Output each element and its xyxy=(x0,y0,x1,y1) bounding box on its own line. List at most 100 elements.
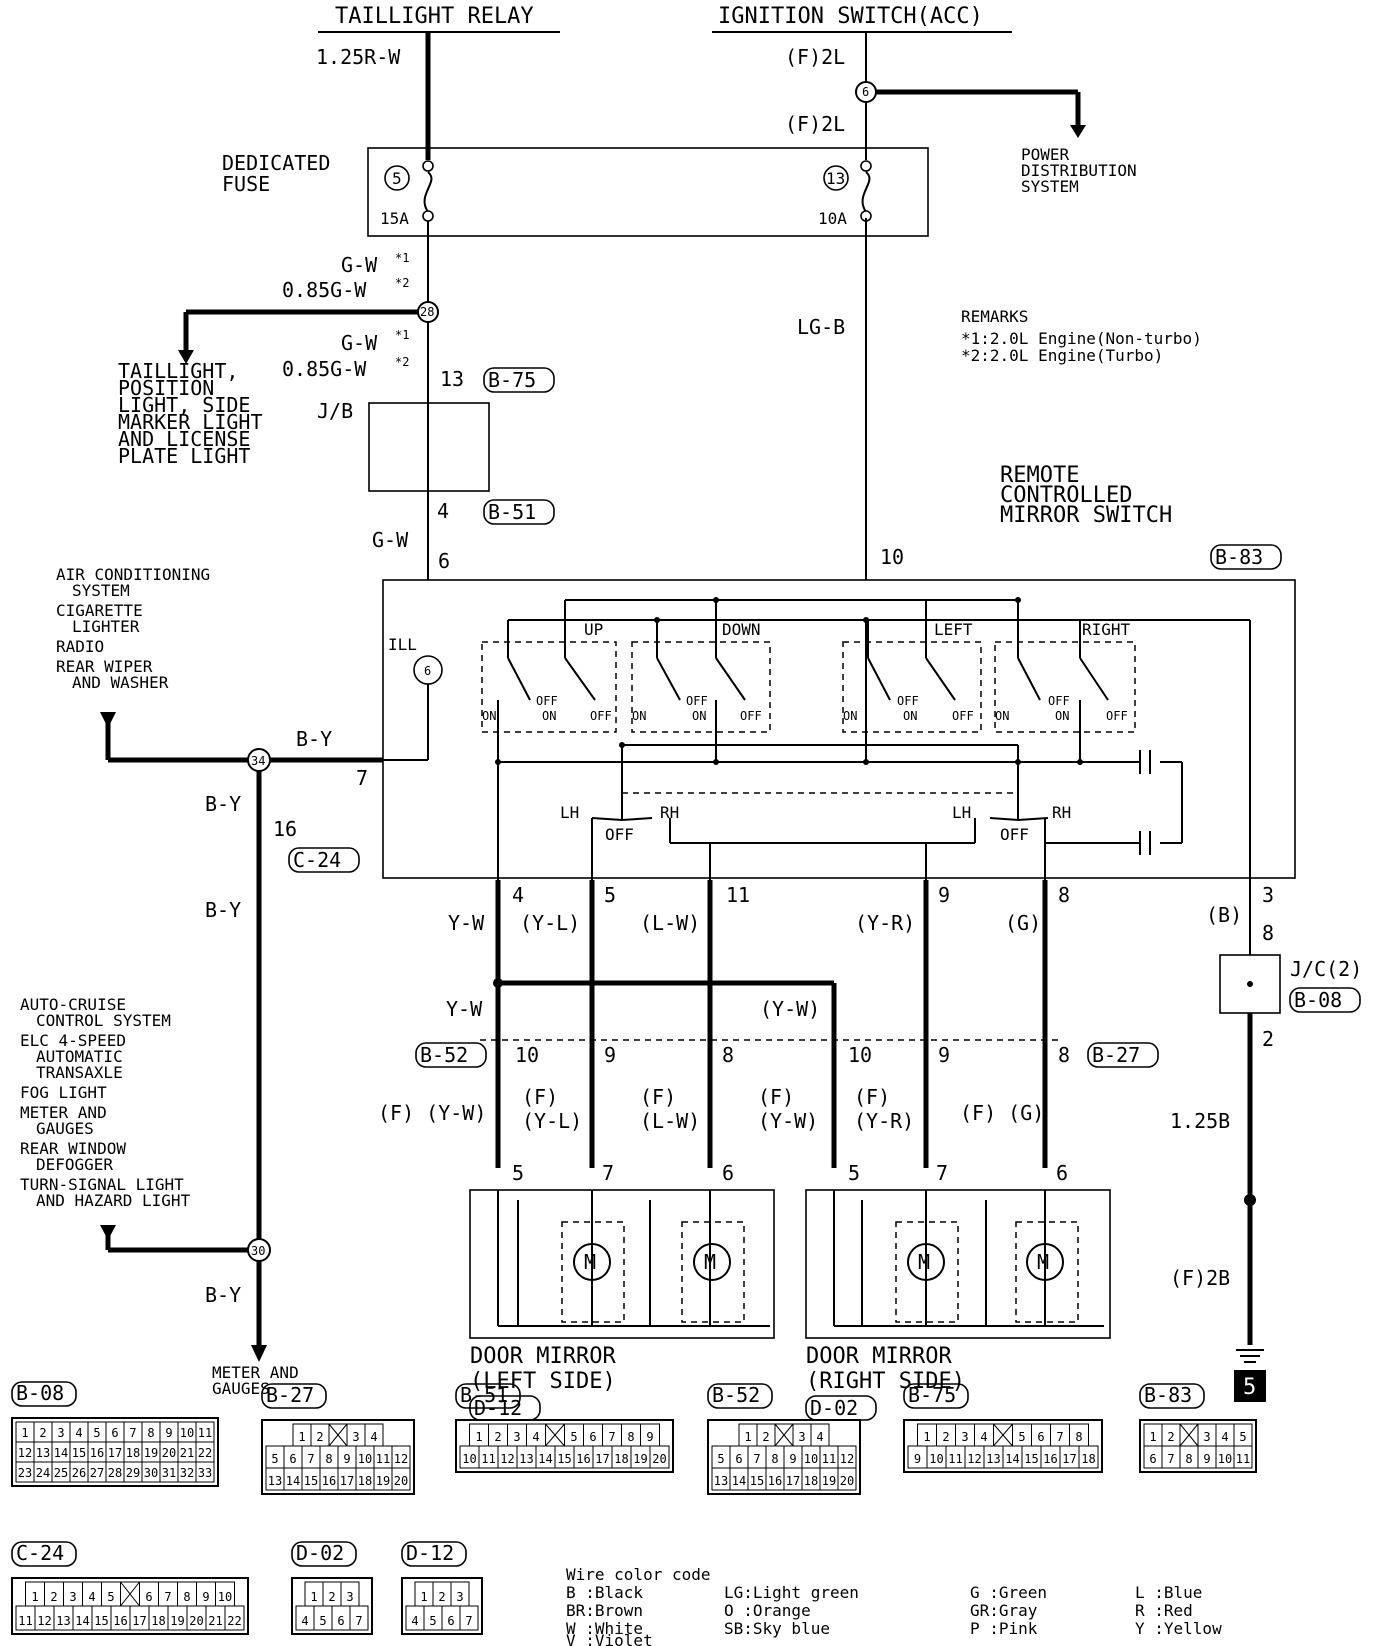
fuse-amp-left: 15A xyxy=(380,209,409,228)
color-w: W :White xyxy=(566,1619,643,1638)
connector-pin: 6 xyxy=(735,1452,742,1466)
taillight-relay-label: TAILLIGHT RELAY xyxy=(335,4,534,29)
connector-pin: 4 xyxy=(88,1590,95,1604)
mirror-l-pin-7: 7 xyxy=(602,1161,614,1185)
on-left-1: ON xyxy=(843,709,857,723)
connector-pin: 26 xyxy=(72,1466,86,1480)
conn-b27: B-27 xyxy=(1092,1043,1140,1067)
jb-conn-bot: B-51 xyxy=(488,500,536,524)
connector-pin: 12 xyxy=(394,1452,408,1466)
connector-pin: 15 xyxy=(72,1446,86,1460)
connector-pin: 3 xyxy=(57,1426,64,1440)
wire-b-y-3: B-Y xyxy=(205,898,241,922)
left-dest2-7: METER AND xyxy=(20,1103,107,1122)
left-dest-3: CIGARETTE xyxy=(56,601,143,620)
b27-pin-10: 10 xyxy=(848,1043,872,1067)
left-dest2-8: GAUGES xyxy=(36,1119,94,1138)
connector-pin: 3 xyxy=(456,1590,463,1604)
color-br: BR:Brown xyxy=(566,1601,643,1620)
connector-pin: 7 xyxy=(307,1452,314,1466)
wire-color-code: Wire color code B :Black BR:Brown W :Whi… xyxy=(566,1565,1222,1646)
connector-pin: 9 xyxy=(914,1452,921,1466)
left-destinations-2: AUTO-CRUISE CONTROL SYSTEM ELC 4-SPEED A… xyxy=(20,995,190,1210)
jc-conn: B-08 xyxy=(1294,988,1342,1012)
connector-pin: 9 xyxy=(343,1452,350,1466)
wire-g-w-2: G-W xyxy=(341,331,378,355)
connector-pin: 15 xyxy=(304,1474,318,1488)
on-right-1: ON xyxy=(995,709,1009,723)
wire-b-y-2: B-Y xyxy=(205,792,241,816)
jc-pin-bot: 2 xyxy=(1262,1027,1274,1051)
connector-pin: 15 xyxy=(1024,1452,1038,1466)
connector-pin: 20 xyxy=(840,1474,854,1488)
remarks-2: *2:2.0L Engine(Turbo) xyxy=(961,346,1163,365)
connector-pin: 6 xyxy=(337,1614,344,1628)
connector-pin: 19 xyxy=(633,1452,647,1466)
connector-pin: 20 xyxy=(394,1474,408,1488)
connector-pin: 2 xyxy=(942,1430,949,1444)
switch-out-pin-4: 4 xyxy=(512,883,524,907)
connector-pin: 3 xyxy=(352,1430,359,1444)
off-down-2: OFF xyxy=(740,709,762,723)
connector-pin: 9 xyxy=(165,1426,172,1440)
connector-pin: 8 xyxy=(771,1452,778,1466)
lh-right: LH xyxy=(952,803,971,822)
connector-pin: 11 xyxy=(948,1452,962,1466)
connector-pin: 13 xyxy=(714,1474,728,1488)
connector-pin: 5 xyxy=(570,1430,577,1444)
connector-pin: 7 xyxy=(164,1590,171,1604)
connector-pin: 20 xyxy=(189,1614,203,1628)
connector-pin: 17 xyxy=(786,1474,800,1488)
connector-pin: 14 xyxy=(538,1452,552,1466)
splice-30-label: 30 xyxy=(251,1244,265,1258)
mirror-right-conn: D-02 xyxy=(810,1396,858,1420)
connector-pin: 7 xyxy=(753,1452,760,1466)
connector-pin: 2 xyxy=(762,1430,769,1444)
connector-pin: 28 xyxy=(108,1466,122,1480)
connector-pin: 5 xyxy=(717,1452,724,1466)
wire-y-w-mid-r: (Y-W) xyxy=(760,997,820,1021)
connector-pin: 3 xyxy=(513,1430,520,1444)
connector-pin: 15 xyxy=(557,1452,571,1466)
connector-pin: 14 xyxy=(54,1446,68,1460)
switch-pin6: 6 xyxy=(438,549,450,573)
connector-tag-d-12: D-12 xyxy=(406,1541,454,1565)
connector-pin: 11 xyxy=(822,1452,836,1466)
mirror-harness: Y-W (Y-L) (L-W) (Y-R) (G) Y-W (Y-W) B-52… xyxy=(378,880,1159,1185)
connector-pin: 25 xyxy=(54,1466,68,1480)
connector-pin: 1 xyxy=(744,1430,751,1444)
connector-pin: 29 xyxy=(126,1466,140,1480)
color-y: Y :Yellow xyxy=(1135,1619,1222,1638)
left-destinations-1: AIR CONDITIONING SYSTEM CIGARETTE LIGHTE… xyxy=(56,565,210,692)
wire-b-y-1: B-Y xyxy=(296,727,332,751)
connector-pin: 12 xyxy=(840,1452,854,1466)
connector-pin: 7 xyxy=(465,1614,472,1628)
connector-pin: 5 xyxy=(429,1614,436,1628)
connector-pin: 6 xyxy=(1037,1430,1044,1444)
connector-pin: 2 xyxy=(438,1590,445,1604)
wire-085g-w-2: 0.85G-W xyxy=(282,357,367,381)
connector-tag-b-08: B-08 xyxy=(16,1381,64,1405)
connector-pin: 3 xyxy=(1203,1430,1210,1444)
color-l: L :Blue xyxy=(1135,1583,1202,1602)
taillight-dest-line-4: MARKER LIGHT xyxy=(118,410,263,434)
off-left-1: OFF xyxy=(897,694,919,708)
connector-pin: 4 xyxy=(532,1430,539,1444)
connector-pin: 13 xyxy=(268,1474,282,1488)
mirror-r-pin-6: 6 xyxy=(1056,1161,1068,1185)
wire-f-y-w2-a: (F) xyxy=(758,1085,794,1109)
connector-pin: 5 xyxy=(93,1426,100,1440)
splice-34-label: 34 xyxy=(251,754,265,768)
motor-right-b-label: M xyxy=(1037,1250,1049,1274)
door-mirror-right: M M xyxy=(805,1189,1111,1339)
wire-f-y-w: (F) (Y-W) xyxy=(378,1101,486,1125)
connector-pin: 1 xyxy=(475,1430,482,1444)
connector-pin: 3 xyxy=(961,1430,968,1444)
connector-pin: 14 xyxy=(732,1474,746,1488)
